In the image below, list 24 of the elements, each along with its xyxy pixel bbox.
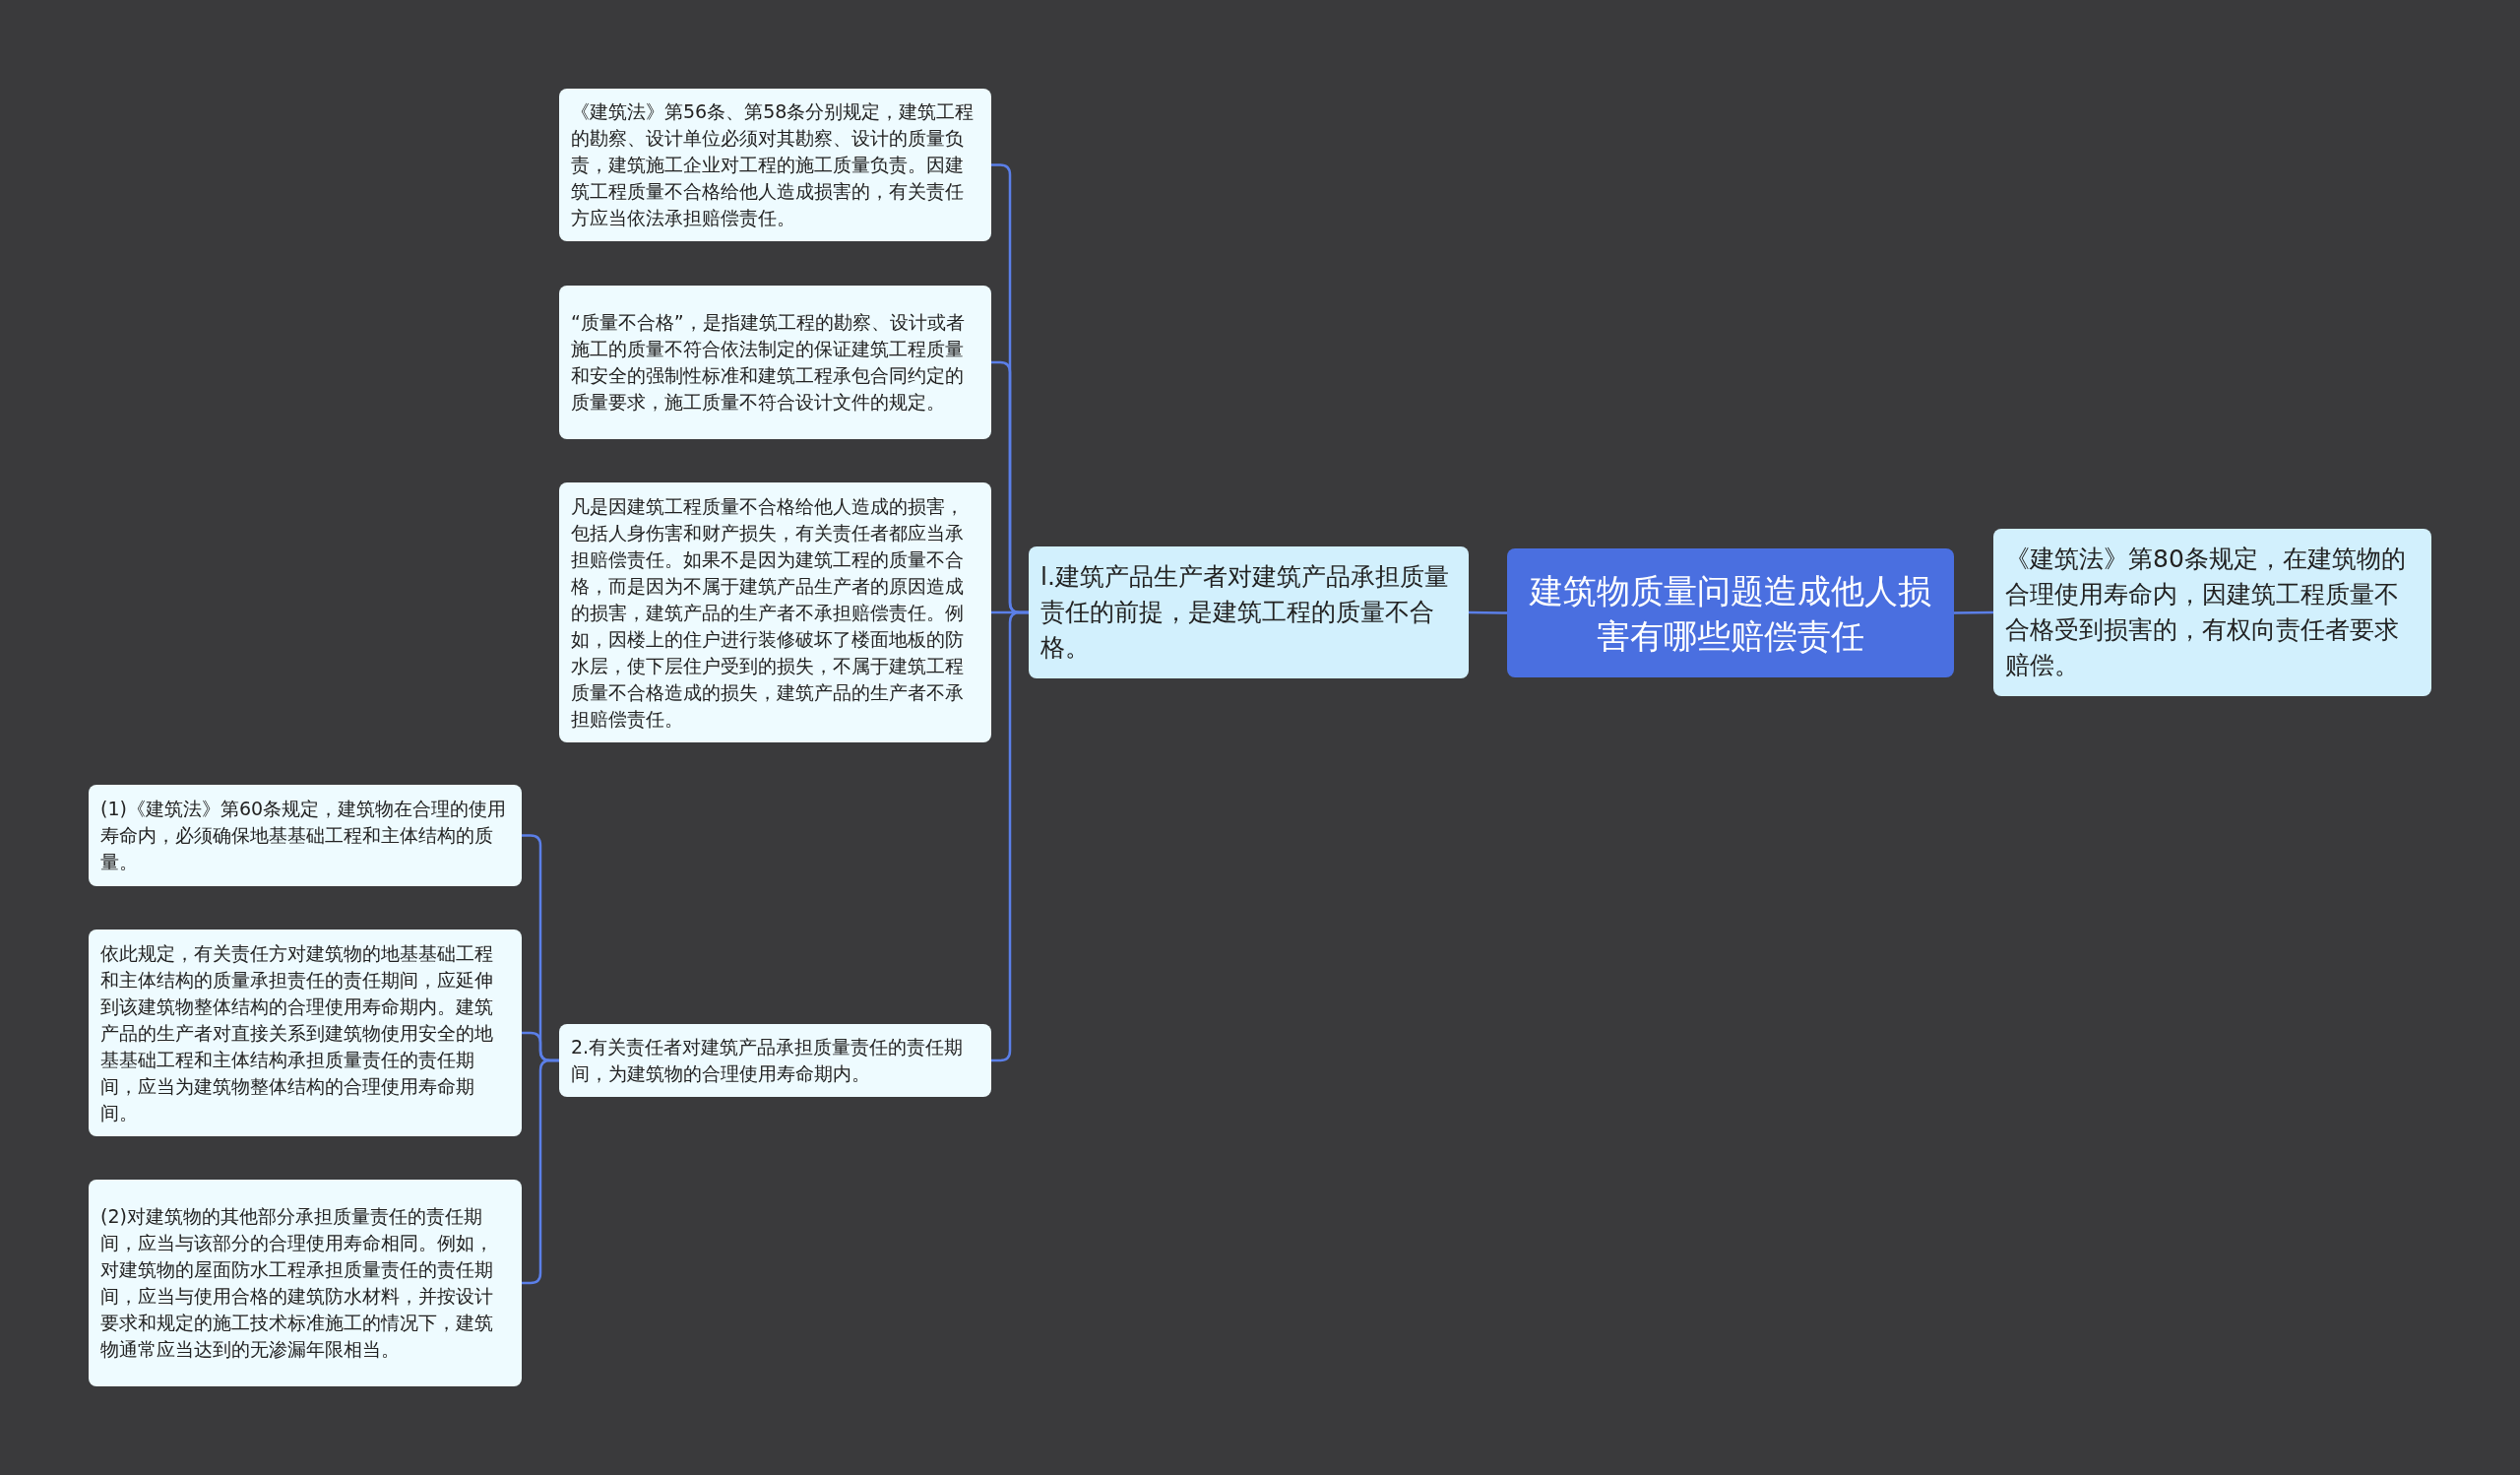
- topic-text: “质量不合格”，是指建筑工程的勘察、设计或者施工的质量不符合依法制定的保证建筑工程质量和安全的强制性标准和建筑工程承包合同约定的质量要求，施工质量不符合设计文件的规定。: [571, 310, 966, 415]
- connector-line: [522, 1058, 559, 1285]
- subtopic-box: [89, 785, 522, 886]
- topic-text: 《建筑法》第56条、第58条分别规定，建筑工程的勘察、设计单位必须对其勘察、设计的质量负责，建筑施工企业对工程的施工质量负责。因建筑工程质量不合格给他人造成损害的，有关责任方应当依法承担赔偿责任。: [571, 99, 976, 230]
- subtopic-box: [559, 89, 991, 241]
- subtopic-box: [89, 930, 522, 1136]
- connector-line: [1954, 610, 1993, 614]
- connector-line: [1469, 610, 1507, 614]
- topic-text: 依此规定，有关责任方对建筑物的地基基础工程和主体结构的质量承担责任的责任期间，应延伸到该建筑物整体结构的合理使用寿命期内。建筑产品的生产者对直接关系到建筑物使用安全的地基基础工程和主体结构承担质量责任的责任期间，应当为建筑物整体结构的合理使用寿命期间。: [100, 940, 494, 1125]
- topic-text: (2)对建筑物的其他部分承担质量责任的责任期间，应当与该部分的合理使用寿命相同。例如，对建筑物的屋面防水工程承担质量责任的责任期间，应当与使用合格的建筑防水材料，并按设计要求和规定的施工技术标准施工的情况下，建筑物通常应当达到的无渗漏年限相当。: [100, 1204, 494, 1362]
- topic-text: (1)《建筑法》第60条规定，建筑物在合理的使用寿命内，必须确保地基基础工程和主体结构的质量。: [100, 797, 508, 874]
- topic-box: [1029, 546, 1469, 678]
- topic-text: 凡是因建筑工程质量不合格给他人造成的损害，包括人身伤害和财产损失，有关责任者都应当承担赔偿责任。如果不是因为建筑工程的质量不合格，而是因为不属于建筑产品生产者的原因造成的损害，建筑产品的生产者不承担赔偿责任。例如，因楼上的住户进行装修破坏了楼面地板的防水层，使下层住户受到的损失，不属于建筑工程质量不合格造成的损失，建筑产品的生产者不承担赔偿责任。: [571, 493, 965, 732]
- topic-text: 建筑物质量问题造成他人损害有哪些赔偿责任: [1528, 569, 1932, 658]
- topic-text: l.建筑产品生产者对建筑产品承担质量责任的前提，是建筑工程的质量不合格。: [1040, 561, 1450, 664]
- subtopic-box: [89, 1180, 522, 1386]
- subtopic-box: [559, 482, 991, 742]
- topic-text: 《建筑法》第80条规定，在建筑物的合理使用寿命内，因建筑工程质量不合格受到损害的，有权向责任者要求赔偿。: [2005, 544, 2407, 681]
- subtopic-box: [559, 1024, 991, 1097]
- topic-text: 2.有关责任者对建筑产品承担质量责任的责任期间，为建筑物的合理使用寿命期内。: [571, 1035, 965, 1086]
- central-topic-box: [1507, 548, 1954, 677]
- subtopic-box: [559, 286, 991, 439]
- connector-line: [991, 610, 1029, 1062]
- topic-box: [1993, 529, 2431, 696]
